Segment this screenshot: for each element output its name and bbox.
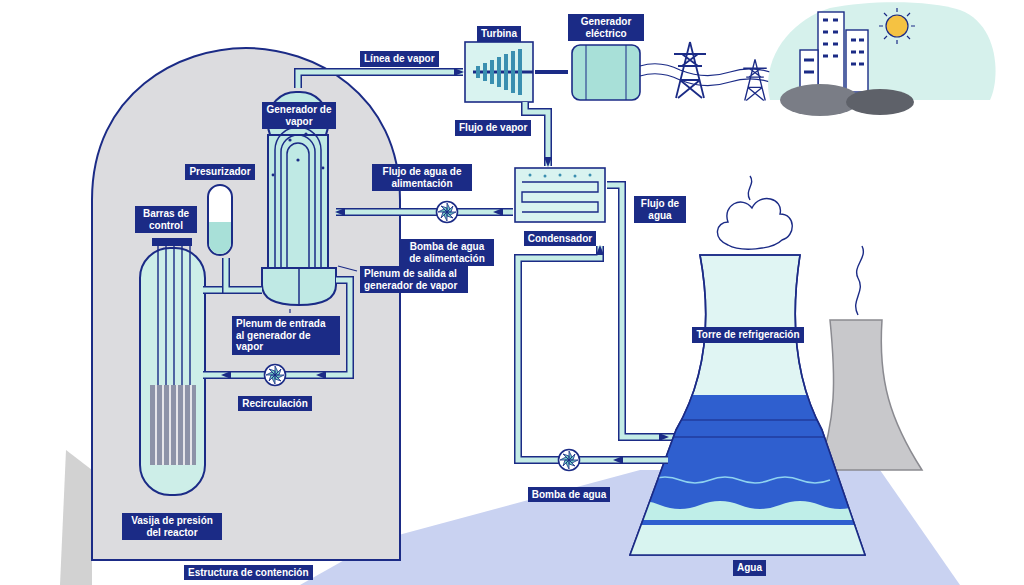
component-label: Condensador: [524, 231, 596, 247]
pipe-fill: [298, 72, 463, 88]
pipe-outline: [222, 371, 233, 379]
part-label: Plenum de entrada al generador de vapor: [232, 316, 340, 355]
feedwater-pump: [437, 202, 458, 223]
component-label: Turbina: [477, 26, 521, 42]
pipe-fill: [336, 210, 400, 215]
recirculation-pump: [265, 365, 286, 386]
pipe-fill: [518, 246, 600, 460]
component-label: Generador de vapor: [262, 102, 336, 129]
shaft-line: [535, 70, 568, 74]
electric-generator: Generador eléctrico: [568, 14, 644, 104]
steam-generator: [262, 92, 336, 305]
water-pump: [559, 450, 580, 471]
turbine: Turbina: [463, 26, 535, 102]
condenser: Condensador: [513, 166, 607, 246]
cooling-tower: [620, 176, 900, 555]
condenser: [515, 168, 605, 222]
flow-label: Flujo de agua de alimentación: [372, 164, 472, 191]
pipe-stubs: [203, 212, 690, 460]
pipe-outline: [518, 246, 600, 460]
component-label: Vasija de presión del reactor: [122, 513, 222, 540]
containment-structure: Estructura de contención Vasija de presió…: [92, 48, 402, 582]
part-label: Barras de control: [135, 206, 197, 233]
component-label: Bomba de agua de alimentación: [400, 239, 494, 266]
pipe-fill: [614, 458, 668, 463]
flow-label: Flujo de vapor: [455, 120, 531, 136]
pipe-connector: [298, 72, 463, 88]
leader-line: [338, 266, 357, 271]
pipe-outline: [336, 208, 400, 216]
leader-line: [289, 309, 290, 313]
pipe-fill: [222, 373, 233, 378]
pipe-fill: [494, 210, 513, 215]
pipe-connector: [614, 460, 668, 461]
cooling-tower-back: [818, 246, 922, 470]
arrow-carrier: [535, 72, 568, 73]
city: [768, 2, 995, 116]
pipe-outline: [298, 72, 463, 88]
pipe-connector: [226, 258, 262, 290]
arrow-carrier: [298, 72, 463, 88]
component-label: Recirculación: [238, 396, 312, 412]
cooling-tower: Torre de refrigeración: [668, 255, 828, 555]
pipe-outline: [226, 258, 262, 290]
pressurizer-tank: [208, 185, 232, 255]
flow-label: Línea de vapor: [360, 51, 439, 67]
component-label: Presurizador: [185, 164, 254, 180]
containment-dome: [92, 48, 400, 560]
pipe-connector: [336, 212, 400, 213]
turbine: [465, 42, 533, 102]
pylon: [743, 59, 766, 100]
component-label: Torre de refrigeración: [692, 327, 803, 343]
reactor-vessel: [140, 238, 205, 495]
component-label: Estructura de contención: [184, 565, 313, 581]
reactor-vessel: Vasija de presión del reactor: [122, 242, 222, 540]
arrow-carrier: [518, 246, 600, 460]
pipe-connector: [222, 375, 233, 376]
part-label: Plenum de salida al generador de vapor: [360, 266, 468, 293]
component-label: Bomba de agua: [528, 487, 610, 503]
pipe-connector: [518, 246, 600, 460]
control-rods: [158, 246, 190, 385]
pylon: [674, 42, 706, 98]
flow-label: Flujo de agua: [634, 196, 686, 223]
pipe-outline: [494, 208, 513, 216]
arrow-carrier: [222, 375, 233, 376]
arrow-carrier: [494, 212, 513, 213]
pipe-fill: [226, 258, 262, 290]
arrow-carrier: [614, 460, 668, 461]
steam-generator: Generador de vapor: [262, 88, 336, 306]
component-label: Generador eléctrico: [568, 14, 644, 41]
water-pump: Bomba de agua: [524, 446, 614, 502]
arrow-carrier: [336, 212, 400, 213]
electric-generator: [572, 45, 640, 100]
water-label: Agua: [733, 560, 766, 576]
pipe-connector: [494, 212, 513, 213]
turbine-shaft: [535, 72, 568, 73]
feedwater-pump: Bomba de agua de alimentación: [400, 198, 494, 266]
recirculation-pump: Recirculación: [233, 361, 317, 411]
arrow-carrier: [226, 258, 262, 290]
pipe-outline: [614, 456, 668, 464]
